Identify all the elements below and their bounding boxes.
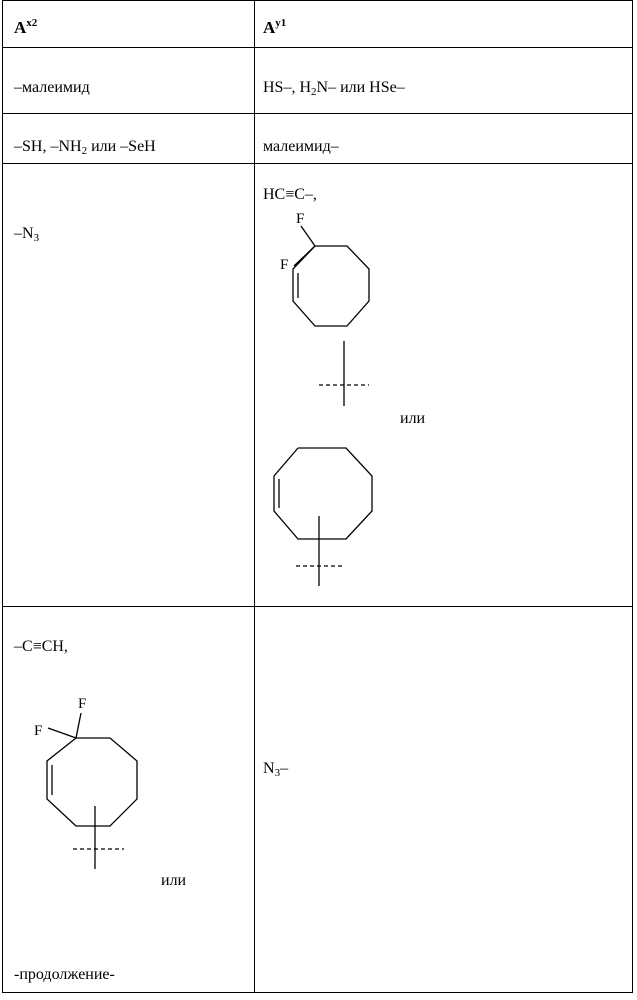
row4-right: N3– bbox=[263, 761, 288, 779]
continuation-label: -продолжение- bbox=[14, 967, 115, 983]
row4-left-or: или bbox=[161, 873, 186, 889]
fluorine-label: F bbox=[78, 696, 86, 712]
fluorine-label: F bbox=[34, 723, 42, 739]
